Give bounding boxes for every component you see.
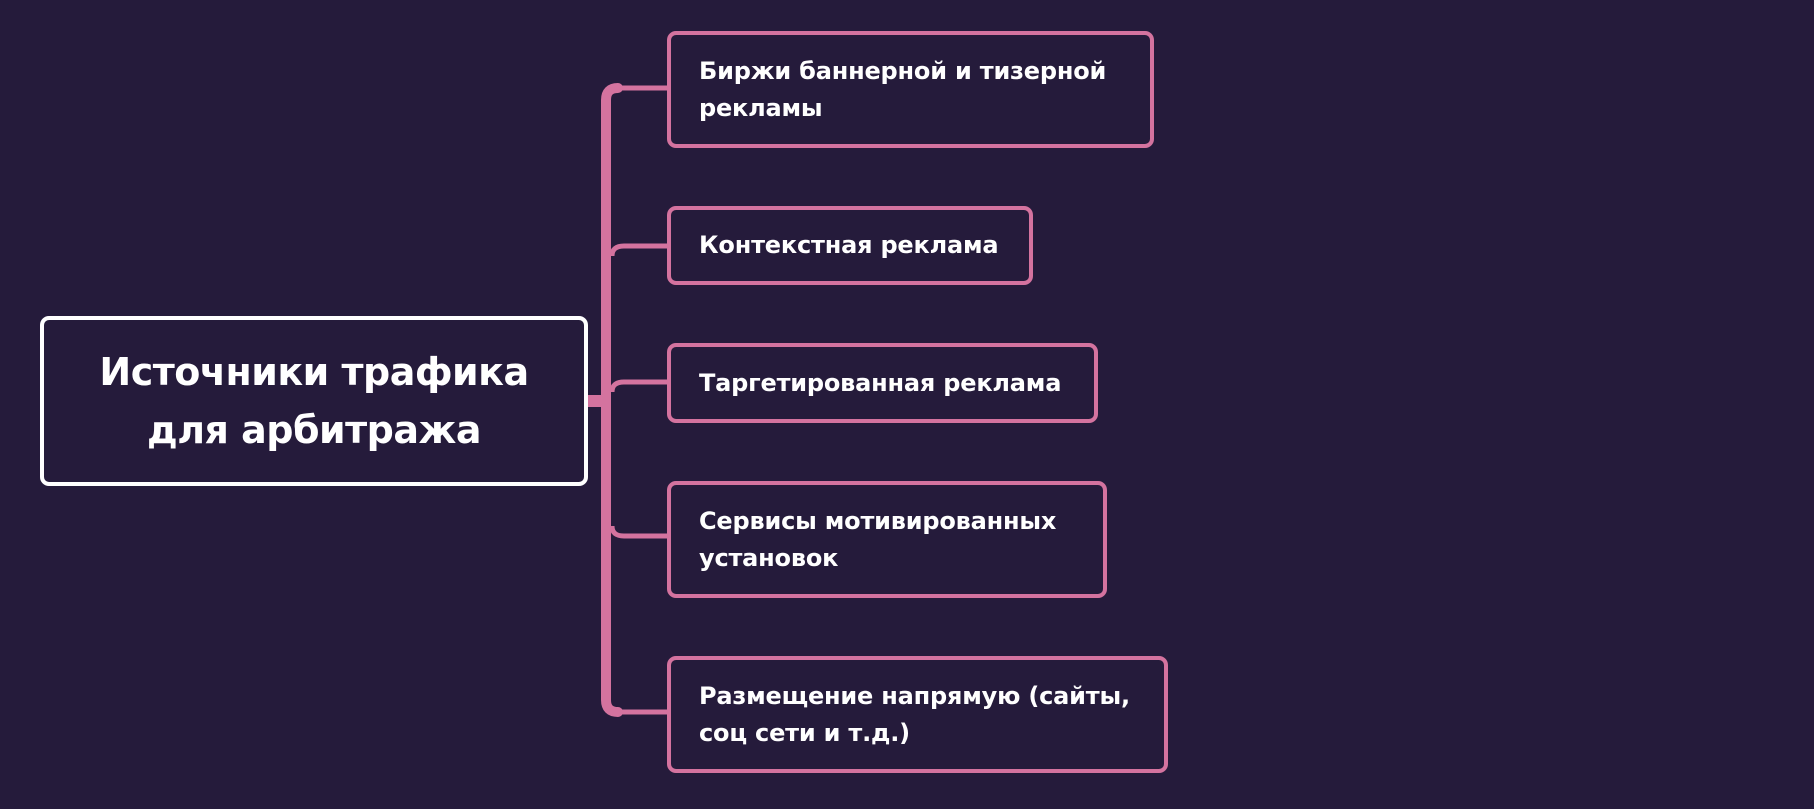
child-node-banner-exchanges: Биржи баннерной и тизерной рекламы (667, 31, 1154, 148)
child-node-direct-placement: Размещение напрямую (сайты, соц сети и т… (667, 656, 1168, 773)
child-node-context-ads: Контекстная реклама (667, 206, 1033, 285)
branch-connector-4 (609, 525, 668, 539)
child-node-incentivized-installs: Сервисы мотивированных установок (667, 481, 1107, 598)
child-label: Контекстная реклама (699, 231, 999, 259)
branch-connector-3 (609, 379, 668, 393)
root-title: Источники трафика для арбитража (99, 350, 529, 452)
connector-trunk (601, 83, 623, 717)
root-node: Источники трафика для арбитража (40, 316, 588, 486)
child-label: Размещение напрямую (сайты, соц сети и т… (699, 681, 1130, 747)
child-label: Биржи баннерной и тизерной рекламы (699, 56, 1107, 122)
child-label: Сервисы мотивированных установок (699, 506, 1057, 572)
branch-connector-2 (609, 243, 668, 257)
child-label: Таргетированная реклама (699, 368, 1062, 397)
child-node-targeted-ads: Таргетированная реклама (667, 343, 1098, 423)
